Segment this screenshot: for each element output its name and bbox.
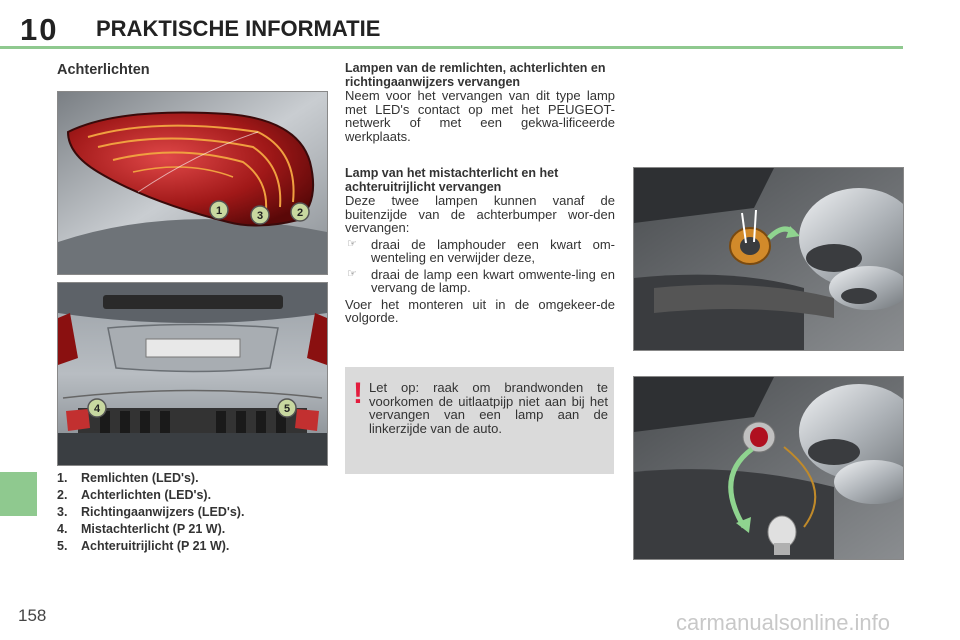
page-number: 158	[18, 606, 47, 625]
rear-lamp-illustration: 1 3 2	[57, 91, 328, 275]
warning-box: ! Let op: raak om brandwonden te voorkom…	[345, 367, 614, 474]
list-item: 3.Richtingaanwijzers (LED's).	[57, 505, 245, 519]
callout-4: 4	[94, 403, 101, 415]
pointing-hand-icon: ☞	[347, 267, 357, 280]
section-heading: Lamp van het mistachterlicht en het acht…	[345, 166, 559, 194]
legend-list: 1.Remlichten (LED's). 2.Achterlichten (L…	[57, 470, 337, 555]
bulb-removal-illustration	[633, 376, 904, 560]
callout-1: 1	[216, 205, 222, 217]
section-title: Achterlichten	[57, 62, 150, 78]
chapter-side-tab	[0, 472, 37, 516]
paragraph: Neem voor het vervangen van dit type lam…	[345, 88, 615, 144]
list-item: ☞ draai de lamp een kwart omwente-ling e…	[347, 266, 615, 295]
list-item: 5.Achteruitrijlicht (P 21 W).	[57, 539, 230, 553]
list-item: 4.Mistachterlicht (P 21 W).	[57, 522, 226, 536]
callout-3: 3	[257, 210, 263, 222]
callout-marker: 3	[250, 205, 270, 225]
warning-text: Let op: raak om brandwonden te voorkomen…	[369, 380, 608, 436]
section-led-replacement: Lampen van de remlichten, achterlichten …	[345, 61, 615, 144]
watermark: carmanualsonline.info	[676, 610, 891, 635]
lamp-holder-illustration	[633, 167, 904, 351]
callout-2: 2	[297, 207, 303, 219]
callout-marker: 4	[87, 398, 107, 418]
paragraph: Deze twee lampen kunnen vanaf de buitenz…	[345, 193, 615, 235]
section-bulb-replacement: Lamp van het mistachterlicht en het acht…	[345, 166, 615, 325]
rear-bumper-illustration: 4 5	[57, 282, 328, 466]
list-item: 2.Achterlichten (LED's).	[57, 488, 212, 502]
list-item: ☞ draai de lamphouder een kwart om-wente…	[347, 236, 615, 265]
list-item: 1.Remlichten (LED's).	[57, 471, 199, 485]
callout-marker: 2	[290, 202, 310, 222]
pointing-hand-icon: ☞	[347, 237, 357, 250]
warning-icon: !	[353, 377, 363, 410]
section-heading: Lampen van de remlichten, achterlichten …	[345, 61, 606, 89]
header-rule	[0, 46, 903, 49]
callout-marker: 1	[209, 200, 229, 220]
paragraph: Voer het monteren uit in de omgekeer-de …	[345, 296, 615, 325]
callout-5: 5	[284, 403, 290, 415]
chapter-number: 10	[20, 12, 59, 47]
callout-marker: 5	[277, 398, 297, 418]
chapter-title: PRAKTISCHE INFORMATIE	[96, 16, 381, 41]
